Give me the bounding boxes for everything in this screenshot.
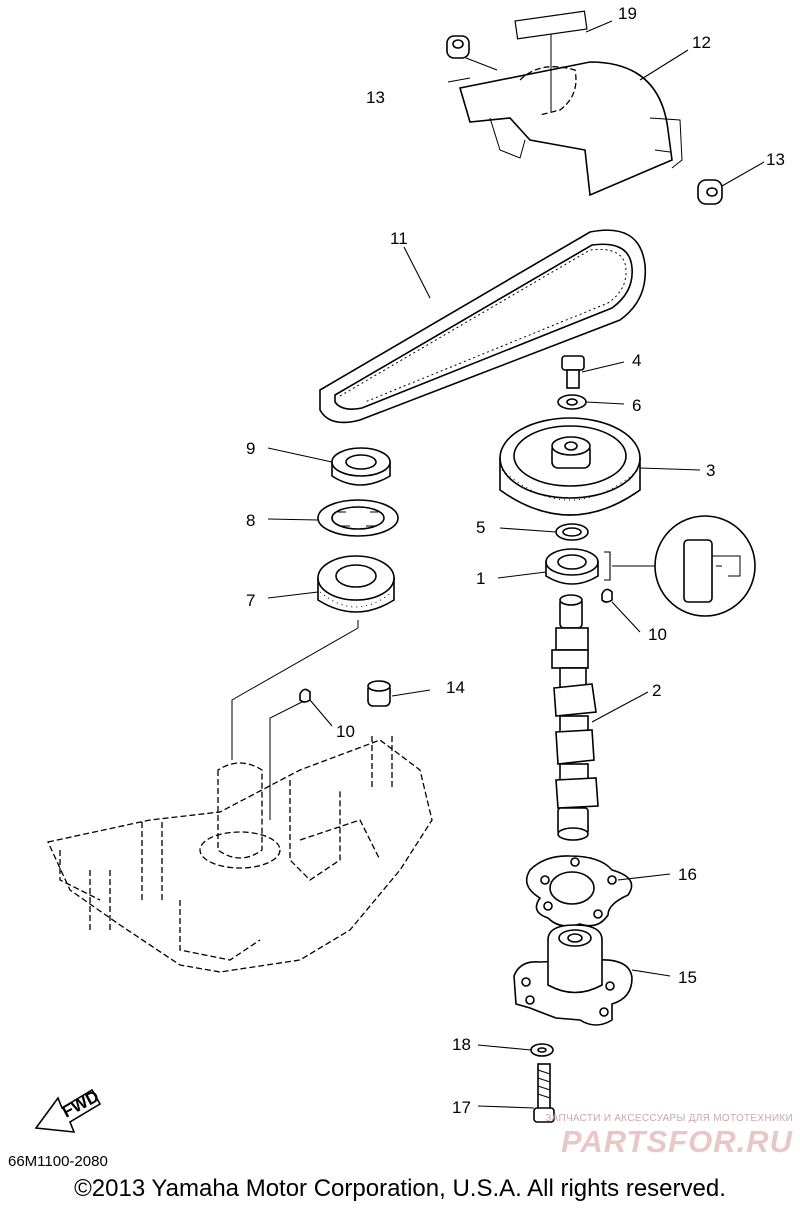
callout-8: 8 <box>246 511 255 530</box>
callout-3: 3 <box>706 461 715 480</box>
oil-seal-detail-inset <box>654 515 756 617</box>
copyright-notice: ©2013 Yamaha Motor Corporation, U.S.A. A… <box>74 1175 726 1202</box>
camshaft-pulley <box>499 417 641 516</box>
callout-10-upper: 10 <box>648 625 667 644</box>
forward-arrow-icon: FWD <box>34 1087 102 1133</box>
gasket <box>525 855 633 927</box>
camshaft <box>551 594 599 841</box>
crankshaft-pulley <box>317 555 395 613</box>
callout-10-lower: 10 <box>336 722 355 741</box>
diagram-code: 66M1100-2080 <box>8 1153 108 1170</box>
callout-2: 2 <box>652 681 661 700</box>
grommet-right <box>697 179 723 205</box>
washer-18 <box>530 1043 554 1057</box>
oil-pump <box>513 924 633 1026</box>
callout-5: 5 <box>476 518 485 537</box>
callout-12: 12 <box>692 33 711 52</box>
collar <box>331 447 391 486</box>
callout-17: 17 <box>452 1098 471 1117</box>
callout-7: 7 <box>246 591 255 610</box>
engine-block-outline <box>47 736 433 973</box>
watermark-subtitle: ЗАПЧАСТИ И АКСЕССУАРЫ ДЛЯ МОТОТЕХНИКИ <box>545 1113 793 1124</box>
callout-4: 4 <box>632 351 641 370</box>
plate <box>317 499 399 537</box>
watermark-brand: PARTSFOR.RU <box>560 1124 793 1159</box>
callout-6: 6 <box>632 396 641 415</box>
timing-belt <box>319 229 647 424</box>
callout-9: 9 <box>246 439 255 458</box>
bolt-4 <box>561 355 585 389</box>
callout-11: 11 <box>390 229 408 248</box>
callout-14: 14 <box>446 678 465 697</box>
dowel-pin-upper <box>601 588 613 603</box>
callout-13-right: 13 <box>766 150 785 169</box>
timing-belt-cover <box>458 10 683 197</box>
callout-18: 18 <box>452 1035 471 1054</box>
dowel-pin-lower <box>299 688 311 703</box>
washer-6 <box>557 394 587 410</box>
oil-seal <box>545 548 599 585</box>
callout-15: 15 <box>678 968 697 987</box>
washer-5 <box>555 523 589 541</box>
watermark: ЗАПЧАСТИ И АКСЕССУАРЫ ДЛЯ МОТОТЕХНИКИ PA… <box>488 1113 793 1160</box>
bolt-17 <box>533 1063 555 1123</box>
grommet-top <box>446 35 470 59</box>
callout-19: 19 <box>618 4 637 23</box>
callout-13-left: 13 <box>366 88 385 107</box>
callout-16: 16 <box>678 865 697 884</box>
plug <box>367 680 391 707</box>
callout-1: 1 <box>476 569 485 588</box>
